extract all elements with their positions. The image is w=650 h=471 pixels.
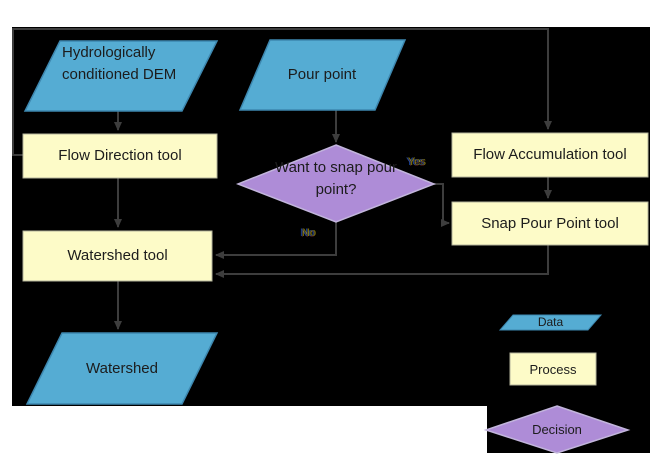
node-watershed-label: Watershed [86, 359, 158, 377]
node-snap-pour-point-label: Snap Pour Point tool [481, 214, 619, 232]
node-watershed-tool-shape [22, 230, 213, 282]
legend-decision-shape [483, 405, 631, 454]
legend-data-shape [498, 314, 603, 331]
node-pour-point-shape [238, 39, 407, 111]
node-flow-accumulation-shape [451, 132, 649, 178]
node-pour-point-label: Pour point [287, 66, 357, 83]
node-flow-accumulation-label: Flow Accumulation tool [473, 146, 627, 163]
edge-decision-yes-to-snappourpoint [434, 183, 450, 227]
edge-label-yes: Yes [407, 156, 425, 168]
node-decision-shape [235, 144, 437, 223]
edge-decision-no-to-watershedtool [215, 222, 337, 259]
connector-group [12, 28, 552, 330]
legend-process-label: Process [529, 361, 577, 377]
legend-decision-label: Decision [532, 422, 582, 437]
node-dem-shape [23, 40, 219, 112]
node-watershed-shape [25, 332, 219, 405]
edge-flowdirection-to-flowaccumulation [12, 28, 552, 156]
node-flow-direction-shape [22, 133, 218, 179]
node-decision-label: Want to snap pour point? [274, 159, 397, 198]
node-dem-label: Hydrologically conditioned DEM [62, 44, 177, 83]
legend-data-label: Data [537, 315, 564, 329]
node-watershed-tool-label: Watershed tool [67, 247, 168, 264]
node-flow-direction-label: Flow Direction tool [58, 147, 182, 164]
edge-label-no: No [301, 227, 316, 239]
edge-snappourpoint-to-watershedtool [215, 245, 549, 278]
node-snap-pour-point-shape [451, 201, 649, 246]
legend-process-shape [509, 352, 597, 386]
